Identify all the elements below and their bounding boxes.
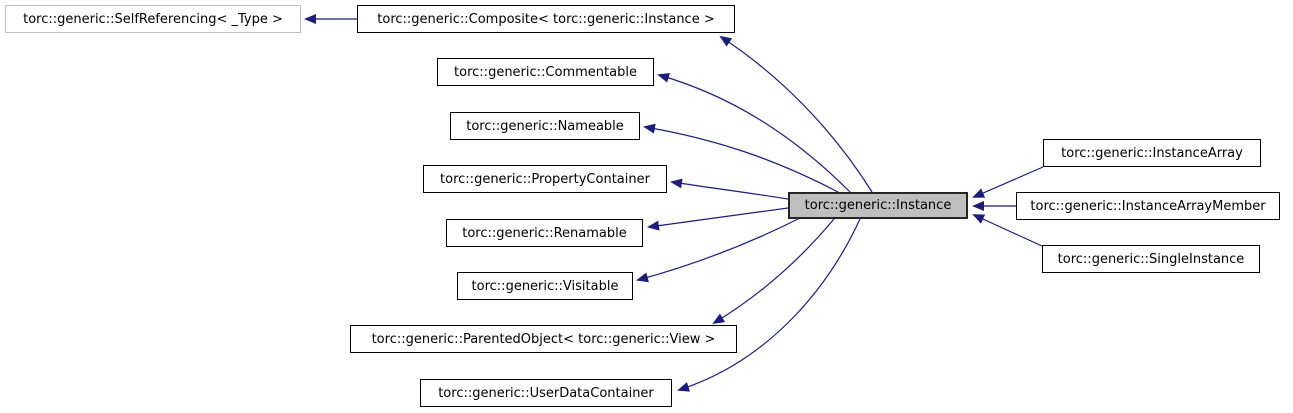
edge-instance-to-user-data-container [677,218,861,392]
class-name: torc::generic::InstanceArrayMember [1030,198,1266,214]
class-node-nameable[interactable]: torc::generic::Nameable [450,112,640,140]
class-name: torc::generic::UserDataContainer [438,385,654,401]
class-node-visitable[interactable]: torc::generic::Visitable [457,272,633,300]
class-name: torc::generic::Visitable [471,278,619,294]
class-node-single-instance[interactable]: torc::generic::SingleInstance [1042,245,1260,273]
edge-instance-to-composite [719,35,873,193]
class-name: torc::generic::Renamable [462,225,627,241]
class-name: torc::generic::SelfReferencing< _Type > [23,11,283,27]
edge-instance-to-commentable [657,72,851,193]
class-node-composite[interactable]: torc::generic::Composite< torc::generic:… [357,5,735,33]
class-name: torc::generic::InstanceArray [1061,145,1243,161]
class-name: torc::generic::SingleInstance [1057,251,1245,267]
class-name: torc::generic::Instance [804,198,952,213]
edge-instance-to-nameable [643,123,839,193]
class-node-instance-array-member[interactable]: torc::generic::InstanceArrayMember [1016,192,1280,220]
edge-instance-array-to-instance [972,166,1044,198]
class-name: torc::generic::Commentable [454,64,637,80]
edge-instance-to-parented-object [712,218,835,325]
class-node-self-referencing: torc::generic::SelfReferencing< _Type > [5,5,301,33]
class-node-renamable[interactable]: torc::generic::Renamable [446,219,643,247]
class-name: torc::generic::Composite< torc::generic:… [377,11,715,27]
class-node-user-data-container[interactable]: torc::generic::UserDataContainer [420,379,672,407]
class-name: torc::generic::PropertyContainer [440,171,650,187]
class-node-commentable[interactable]: torc::generic::Commentable [437,58,654,86]
class-node-instance-current: torc::generic::Instance [788,192,968,219]
edge-instance-to-property-container [670,178,789,200]
edge-instance-to-renamable [647,207,789,231]
class-name: torc::generic::Nameable [466,118,624,134]
edge-single-instance-to-instance [972,214,1043,247]
class-node-parented-object[interactable]: torc::generic::ParentedObject< torc::gen… [350,325,737,353]
class-node-instance-array[interactable]: torc::generic::InstanceArray [1043,139,1261,167]
edge-instance-to-visitable [636,218,799,283]
class-node-property-container[interactable]: torc::generic::PropertyContainer [423,165,667,193]
class-name: torc::generic::ParentedObject< torc::gen… [371,331,716,347]
